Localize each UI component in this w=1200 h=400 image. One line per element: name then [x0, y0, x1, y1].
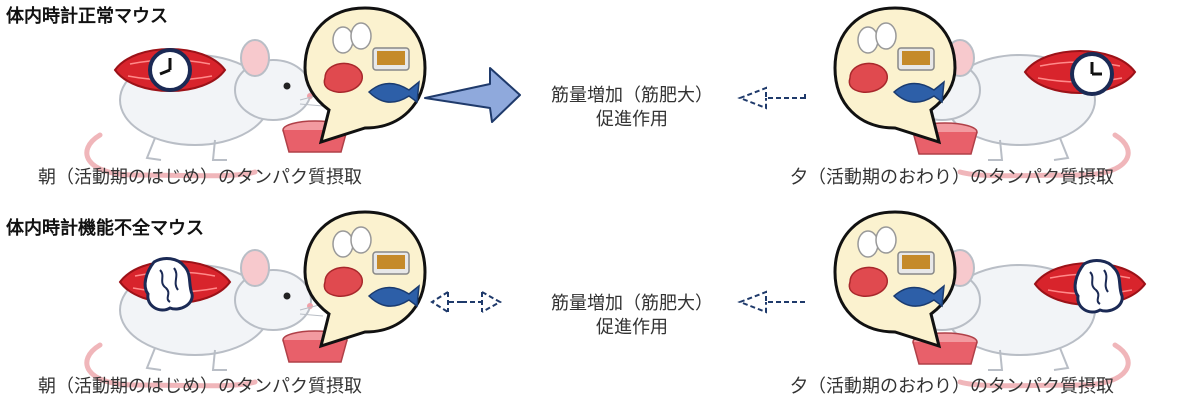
section-title-dysfunction: 体内時計機能不全マウス [6, 218, 204, 239]
effect-label: 筋量増加（筋肥大） 促進作用 [512, 84, 752, 132]
dysfunction-mouse-evening [833, 210, 1146, 386]
effect-label: 筋量増加（筋肥大） 促進作用 [512, 292, 752, 340]
normal-mouse-morning [87, 6, 427, 176]
solid-arrow-right [424, 67, 521, 123]
caption-evening-intake: 夕（活動期のおわり）のタンパク質摂取 [790, 376, 1114, 397]
broken-clock-icon [143, 257, 194, 312]
normal-mouse-evening [833, 6, 1136, 176]
effect-label-line1: 筋量増加（筋肥大） [551, 85, 713, 106]
effect-label-line1: 筋量増加（筋肥大） [551, 293, 713, 314]
clock-icon [1070, 52, 1114, 96]
broken-clock-icon [1073, 259, 1124, 314]
dashed-arrow-left-row2 [737, 290, 805, 314]
dashed-double-arrow [430, 291, 503, 313]
clock-icon [148, 48, 192, 92]
dashed-arrow-left-row1 [737, 86, 806, 110]
caption-morning-intake: 朝（活動期のはじめ）のタンパク質摂取 [38, 167, 362, 188]
effect-label-line2: 促進作用 [596, 317, 668, 338]
caption-morning-intake: 朝（活動期のはじめ）のタンパク質摂取 [38, 376, 362, 397]
section-title-normal: 体内時計正常マウス [6, 6, 168, 27]
caption-evening-intake: 夕（活動期のおわり）のタンパク質摂取 [790, 167, 1114, 188]
effect-label-line2: 促進作用 [596, 109, 668, 130]
